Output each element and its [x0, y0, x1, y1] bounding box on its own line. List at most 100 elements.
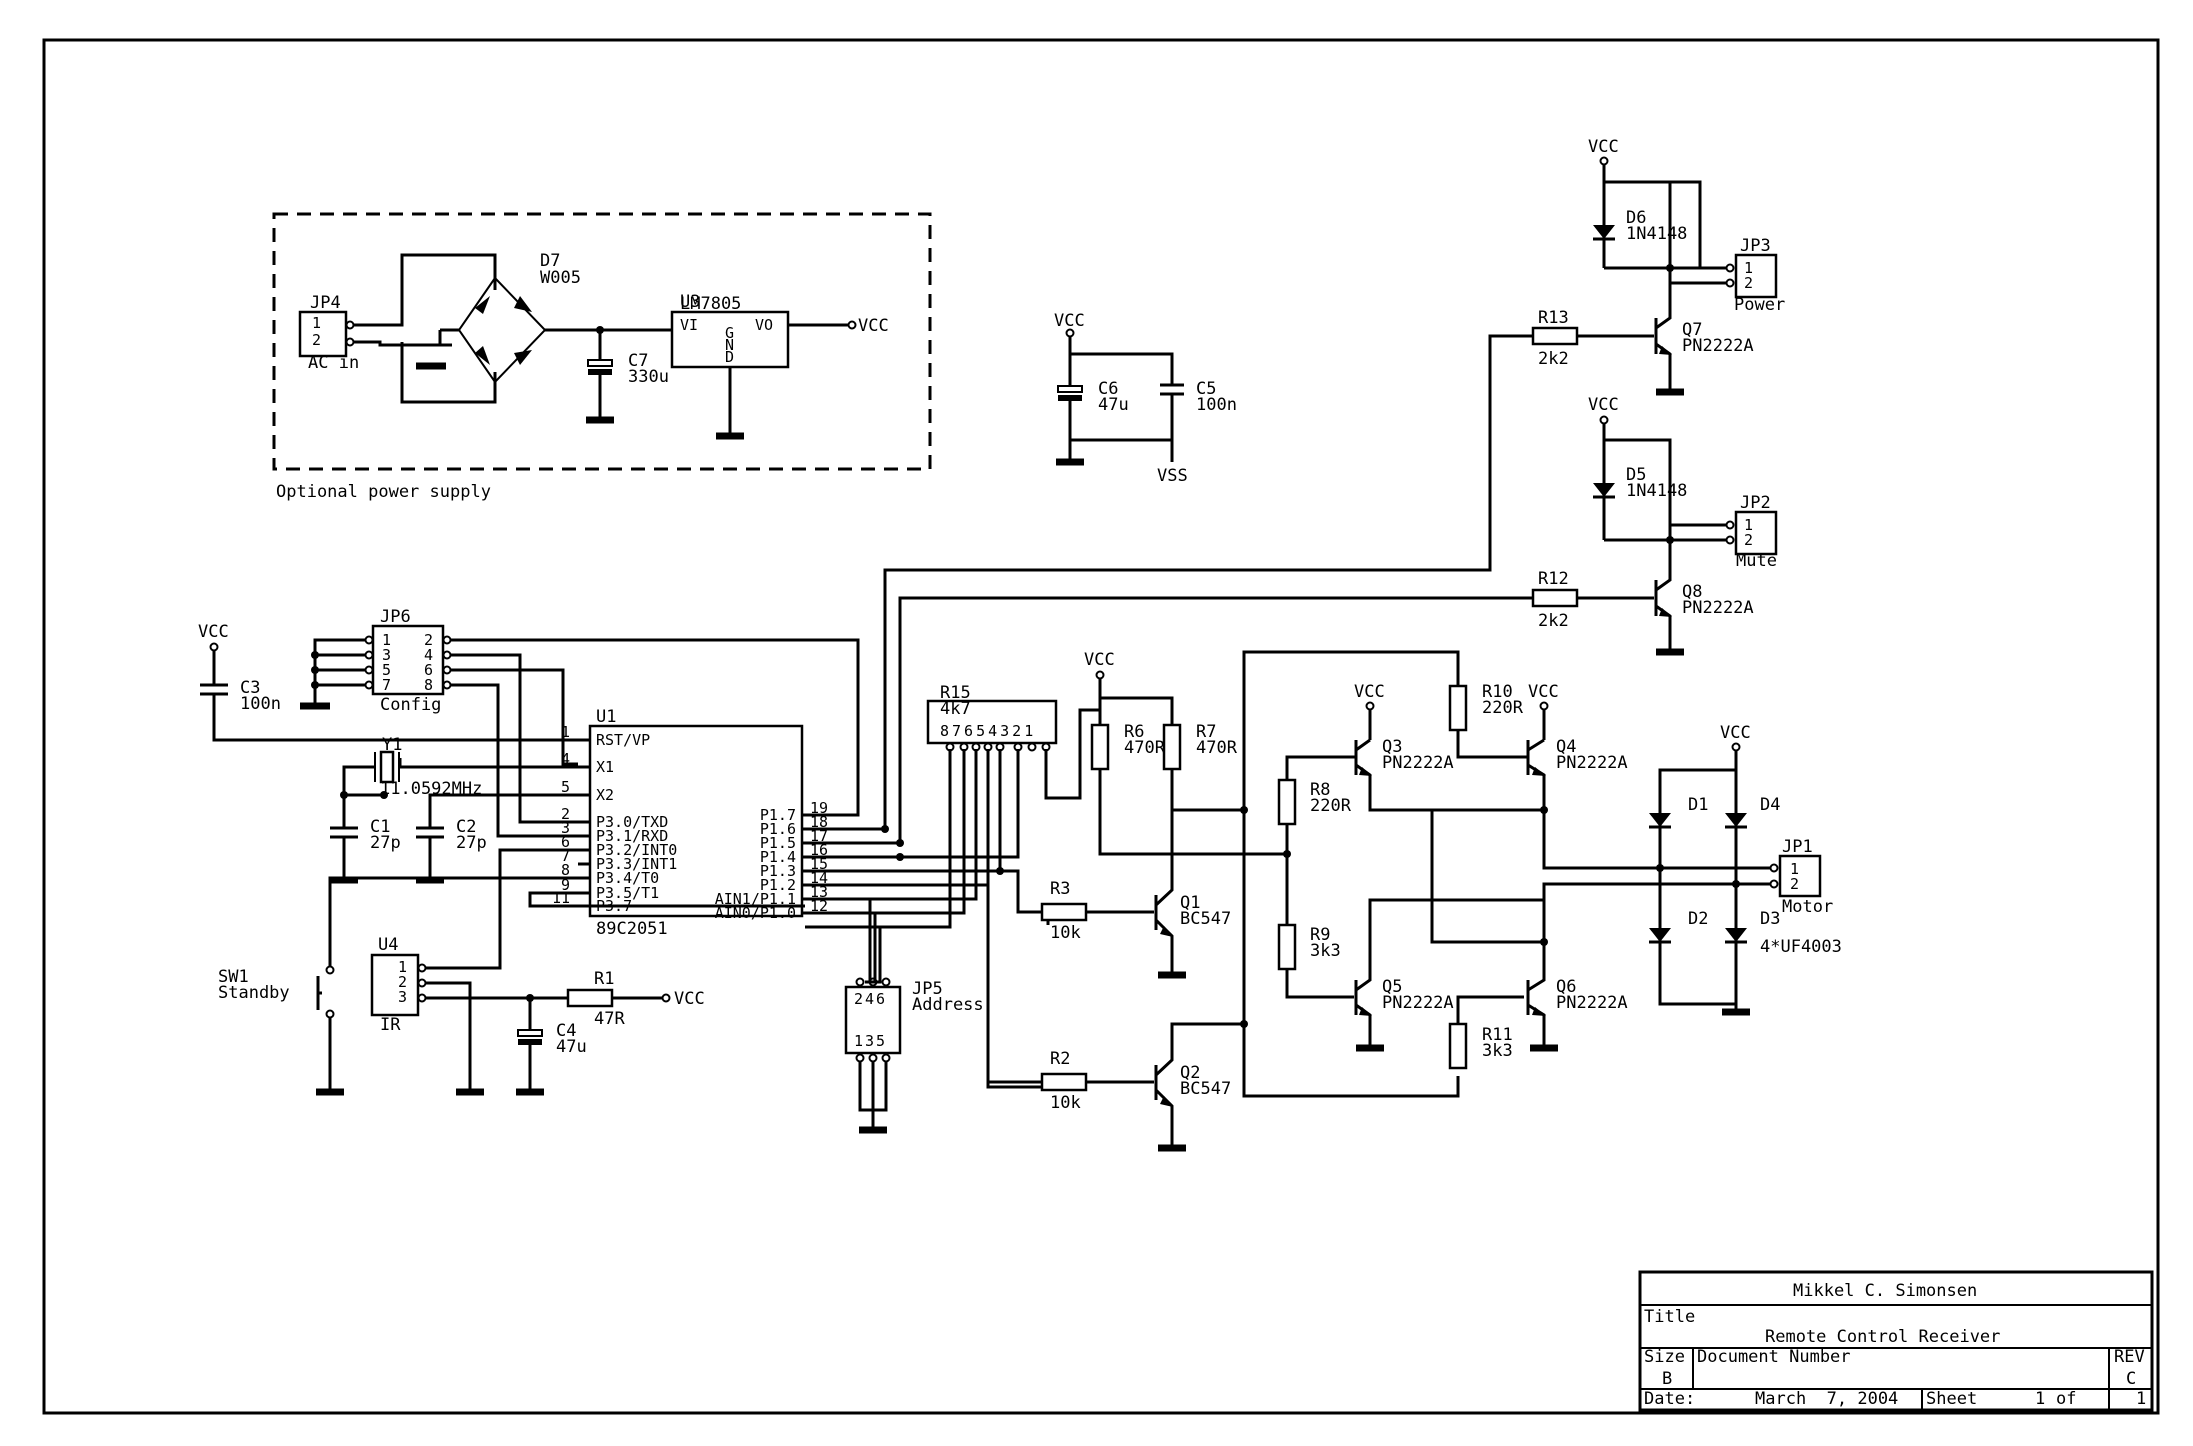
jp6-pin: 6	[424, 661, 433, 679]
c2-ref: C2	[456, 817, 476, 837]
y1-crystal	[379, 750, 395, 784]
jp3-connector	[1734, 253, 1778, 299]
r10-resistor	[1448, 684, 1468, 732]
address-block: R15 4k7 87654321 246 135 JP5 Address	[844, 683, 1102, 1134]
r8-ref: R8	[1310, 780, 1330, 800]
r8-value: 220R	[1310, 796, 1352, 816]
u1-pin-number: 17	[810, 827, 828, 845]
h-bridge: R8 220R R9 3k3 VCC Q3 PN2222A Q5 PN2222A…	[1240, 650, 1653, 1098]
c4-ref: C4	[556, 1021, 576, 1041]
u3-value: LM7805	[680, 294, 741, 314]
c4-capacitor	[517, 1029, 543, 1037]
d6-diode	[1591, 223, 1617, 241]
u1-pin-number: 3	[561, 819, 570, 837]
d3-ref: D3	[1760, 909, 1780, 929]
d6-ref: D6	[1626, 208, 1646, 228]
q6-value: PN2222A	[1556, 993, 1628, 1013]
u1-pin-number: 8	[561, 861, 570, 879]
q1-value: BC547	[1180, 909, 1231, 929]
u4-pin: 3	[398, 988, 407, 1006]
vcc-label: VCC	[1084, 650, 1115, 670]
jp4-pin2: 2	[312, 331, 321, 349]
u1-value: 89C2051	[596, 919, 668, 939]
optional-power-supply: Optional power supply 1 2 JP4 AC in D7 W…	[272, 212, 932, 502]
d4-diode	[1723, 811, 1749, 829]
u1-pin-number: 14	[810, 869, 828, 887]
q7-value: PN2222A	[1682, 336, 1754, 356]
c6-capacitor	[1057, 385, 1083, 393]
u1-pin-name: P1.7	[760, 806, 796, 824]
d5-ref: D5	[1626, 465, 1646, 485]
u1-pin-name: P1.5	[760, 834, 796, 852]
author: Mikkel C. Simonsen	[1793, 1281, 1977, 1301]
r15-resistor-array	[926, 699, 1058, 745]
u1-pin-number: 15	[810, 855, 828, 873]
jp6-pin: 8	[424, 676, 433, 694]
c7-ref: C7	[628, 351, 648, 371]
mute-output-block: VCC D5 1N4148 1 2 JP2 Mute R12 2k2 Q8 PN…	[1531, 395, 1778, 656]
u1-body	[588, 724, 804, 918]
jp1-value: Motor	[1782, 897, 1833, 917]
u1-pin-number: 6	[561, 833, 570, 851]
r10-value: 220R	[1482, 698, 1524, 718]
q4-value: PN2222A	[1556, 753, 1628, 773]
date-label: Date:	[1644, 1389, 1695, 1409]
d7-value: W005	[540, 268, 581, 288]
u3-gnd-g: G	[725, 324, 734, 342]
u1-pin-name: RST/VP	[596, 731, 650, 749]
r11-value: 3k3	[1482, 1041, 1513, 1061]
u1-pin-number: 13	[810, 883, 828, 901]
jp5-header	[844, 985, 902, 1055]
r15-ref: R15	[940, 683, 971, 703]
u4-value: IR	[380, 1015, 401, 1035]
q2-ref: Q2	[1180, 1063, 1200, 1083]
r12-value: 2k2	[1538, 611, 1569, 631]
jp6-header	[371, 624, 445, 696]
jp3-ref: JP3	[1740, 236, 1771, 256]
vcc-label: VCC	[674, 989, 705, 1009]
r6-ref: R6	[1124, 722, 1144, 742]
r15-pin-terminal	[959, 742, 969, 752]
sheet-total: 1	[2136, 1389, 2146, 1409]
r6-resistor	[1090, 723, 1110, 771]
vss-label: VSS	[1157, 466, 1188, 486]
c6-ref: C6	[1098, 379, 1118, 399]
r15-value: 4k7	[940, 699, 971, 719]
u1-pin-number: 2	[561, 805, 570, 823]
u3-vi: VI	[680, 316, 698, 334]
r15-pin-terminal	[1013, 742, 1023, 752]
u1-pin-name: P1.6	[760, 820, 796, 838]
vcc-label: VCC	[1354, 682, 1385, 702]
r2-resistor	[1040, 1072, 1088, 1092]
u1-pin-name: X1	[596, 758, 614, 776]
config-block: JP6 Config 1 3 5 7 2 4 6 8 VCC C3 10	[198, 607, 860, 838]
r8-resistor	[1277, 778, 1297, 826]
r1-value: 47R	[594, 1009, 625, 1029]
r9-value: 3k3	[1310, 941, 1341, 961]
jp3-pin: 2	[1744, 274, 1753, 292]
vcc-label: VCC	[858, 316, 889, 336]
r2-ref: R2	[1050, 1049, 1070, 1069]
jp2-pin: 2	[1744, 531, 1753, 549]
u1-pin-name: P3.5/T1	[596, 884, 659, 902]
d1-diode	[1647, 811, 1673, 829]
u1-pin-name: P1.4	[760, 848, 796, 866]
r9-resistor	[1277, 923, 1297, 971]
u1-pin-name: P3.0/TXD	[596, 813, 668, 831]
q4-ref: Q4	[1556, 737, 1576, 757]
d5-diode	[1591, 481, 1617, 499]
jp4-value: AC in	[308, 353, 359, 373]
r15-pin-terminal	[971, 742, 981, 752]
jp6-pin: 3	[382, 646, 391, 664]
jp1-pin: 1	[1790, 860, 1799, 878]
sheet-border	[42, 38, 2160, 1415]
crystal-block: Y1 11.0592MHz C1 27p C2 27p	[330, 735, 578, 884]
jp2-value: Mute	[1736, 551, 1777, 571]
ir-input-block: SW1 Standby U4 IR 1 2 3 VCC R1 47R	[218, 848, 705, 1096]
r2-value: 10k	[1050, 1093, 1081, 1113]
supply-caption: Optional power supply	[276, 482, 491, 502]
motor-block: VCC D1 D4 D2 D3 4*UF4003 1 2 JP1 Motor	[1647, 723, 1842, 1016]
c7-capacitor	[587, 359, 613, 367]
